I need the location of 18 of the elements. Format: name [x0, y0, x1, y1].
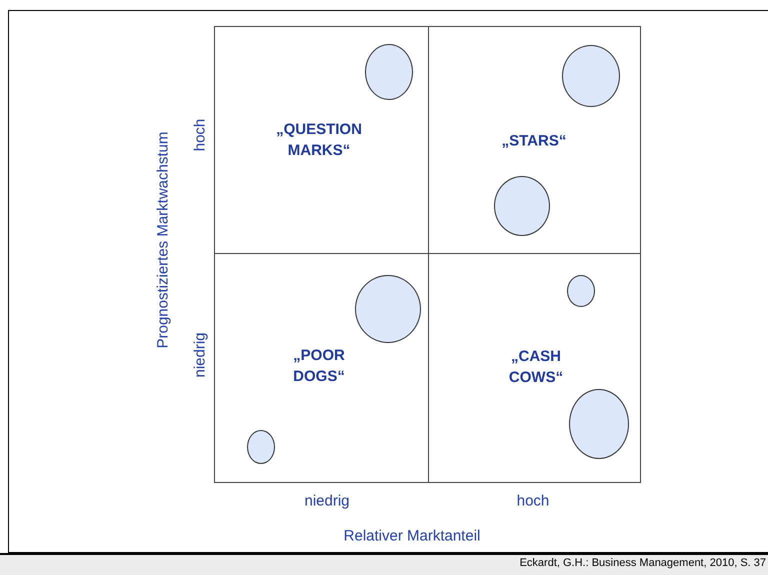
- axis-label: hoch: [192, 118, 208, 152]
- quadrant-title: „STARS“: [500, 132, 568, 152]
- source-citation: Eckardt, G.H.: Business Management, 2010, S. 37: [520, 557, 766, 569]
- axis-label: niedrig: [192, 332, 208, 378]
- axis-label: niedrig: [304, 492, 350, 510]
- matrix-quadrant: [428, 26, 641, 254]
- axis-label: hoch: [516, 492, 550, 510]
- matrix-quadrant: [428, 253, 641, 483]
- bubble: [247, 430, 275, 464]
- quadrant-title: „POOR DOGS“: [292, 346, 346, 387]
- quadrant-title: „QUESTION MARKS“: [275, 120, 363, 161]
- matrix-quadrant: [214, 26, 429, 254]
- bubble: [365, 44, 413, 100]
- matrix-quadrant: [214, 253, 429, 483]
- axis-title: Prognostiziertes Marktwachstum: [154, 132, 172, 348]
- quadrant-title: „CASH COWS“: [508, 347, 564, 388]
- bubble: [567, 275, 595, 307]
- axis-title: Relativer Marktanteil: [344, 528, 480, 544]
